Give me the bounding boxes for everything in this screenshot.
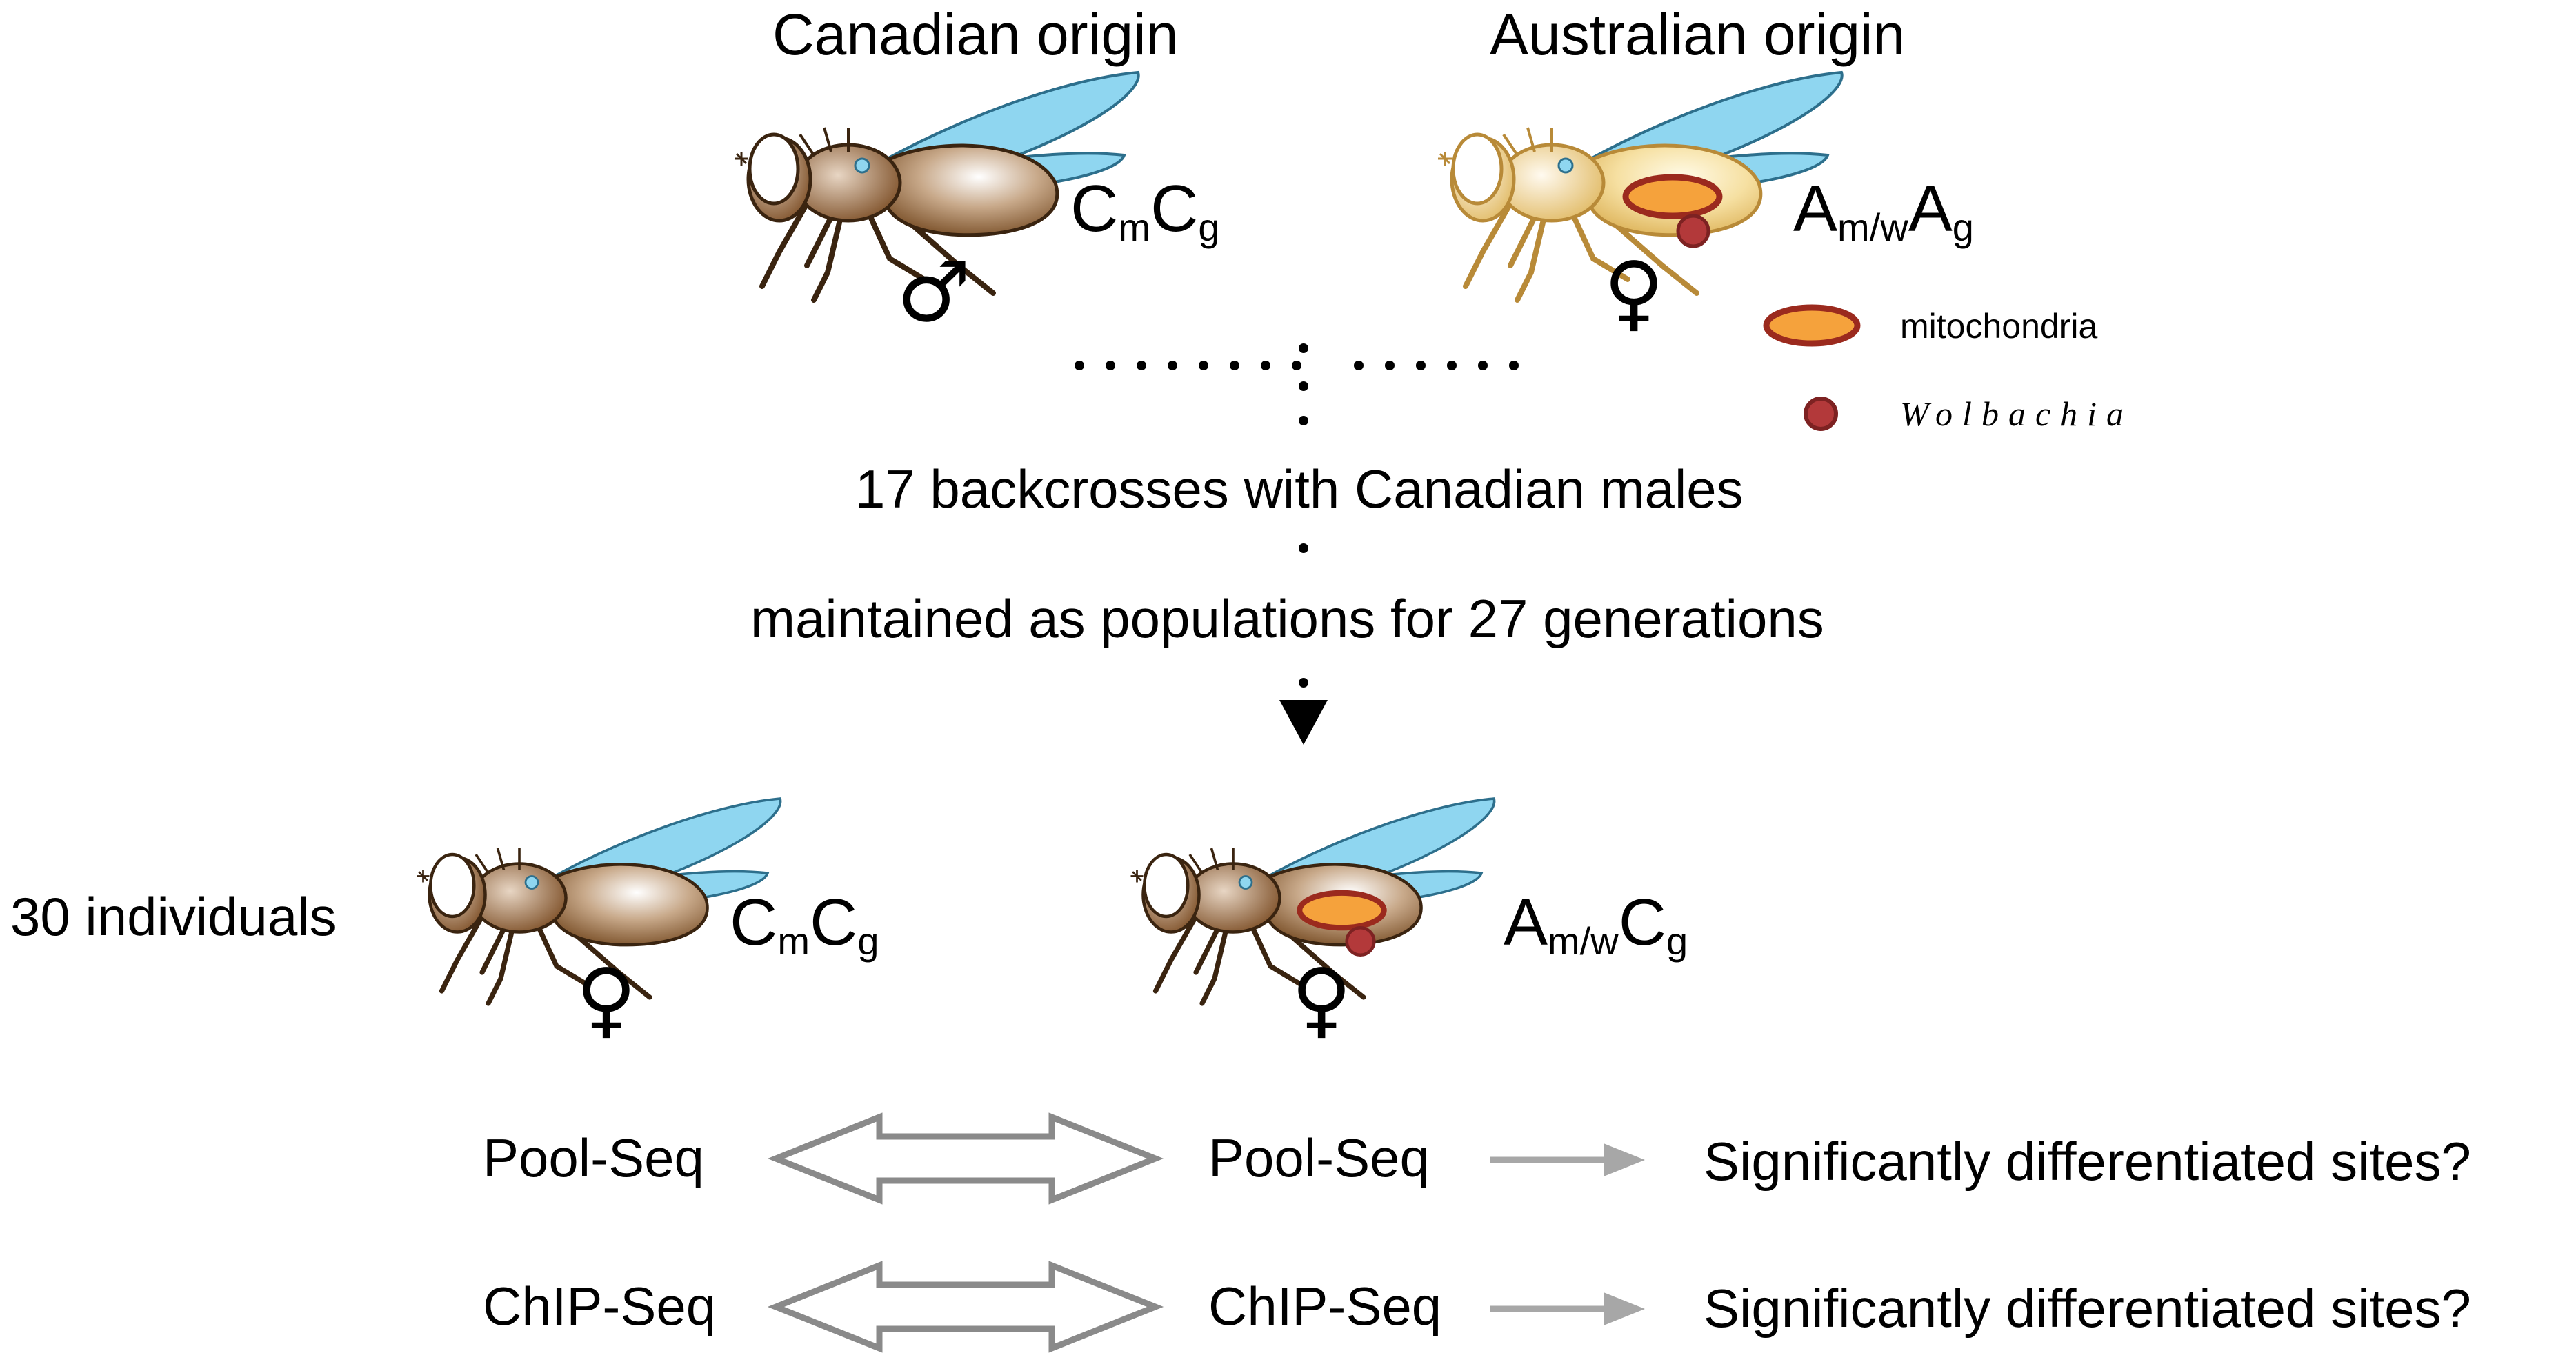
comparison-2-result: Significantly differentiated sites? (1704, 1278, 2471, 1339)
result-arrow-icon-2 (1490, 1292, 1645, 1325)
comparison-1-result: Significantly differentiated sites? (1704, 1131, 2471, 1192)
comparison-1-left-label: Pool-Seq (483, 1128, 704, 1188)
legend-wolbachia-label: Wolbachia (1900, 394, 2134, 433)
comparison-2-left-label: ChIP-Seq (483, 1276, 717, 1336)
female-fly-illustration (1438, 70, 1844, 303)
down-arrow-icon (1279, 700, 1328, 745)
australian-origin-label: Australian origin (1490, 2, 1906, 67)
offspring-right-fly-illustration (1130, 797, 1496, 1006)
mitochondria-icon (1622, 174, 1723, 219)
wolbachia-icon (1345, 925, 1376, 957)
result-arrow-icon-1 (1490, 1143, 1645, 1176)
female-symbol: ♀ (1604, 245, 1664, 341)
offspring-left-symbol: ♀ (576, 952, 637, 1048)
offspring-right-symbol: ♀ (1291, 952, 1352, 1048)
double-arrow-icon-2 (767, 1261, 1164, 1353)
backcross-step: 17 backcrosses with Canadian males (855, 459, 1744, 519)
comparison-1-right-label: Pool-Seq (1208, 1128, 1430, 1188)
canadian-origin-label: Canadian origin (772, 2, 1179, 67)
female-genotype: Am/wAg (1793, 172, 1974, 249)
individuals-label: 30 individuals (10, 886, 337, 947)
offspring-left-genotype: CmCg (730, 885, 879, 963)
comparison-2-right-label: ChIP-Seq (1208, 1276, 1442, 1336)
legend-wolbachia-icon (1804, 397, 1838, 431)
double-arrow-icon-1 (767, 1112, 1164, 1205)
legend-mitochondria-icon (1763, 304, 1861, 347)
mitochondria-icon (1297, 890, 1387, 931)
offspring-right-genotype: Am/wCg (1504, 885, 1688, 963)
male-genotype: CmCg (1070, 172, 1220, 249)
male-symbol: ♂ (897, 245, 971, 341)
offspring-left-fly-illustration (417, 797, 782, 1006)
legend-mitochondria-label: mitochondria (1900, 307, 2098, 345)
wolbachia-icon (1676, 214, 1710, 248)
maintained-step: maintained as populations for 27 generat… (750, 588, 1824, 649)
male-fly-illustration (735, 70, 1140, 303)
